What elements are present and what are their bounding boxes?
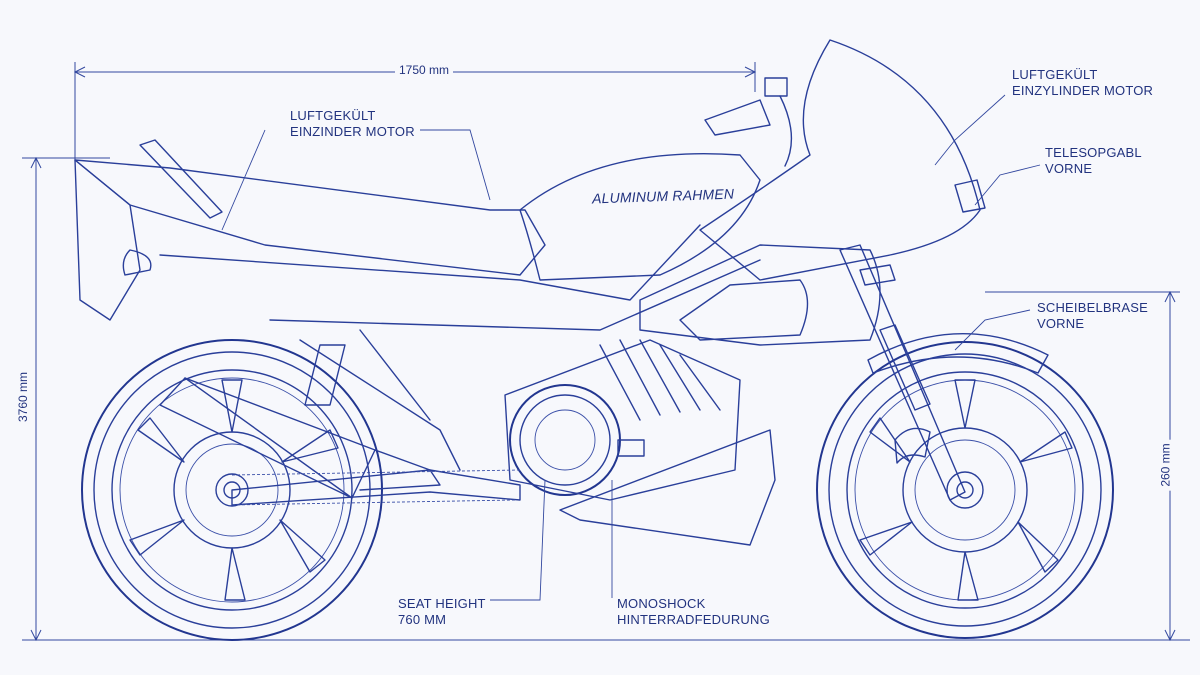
rear-shock	[304, 344, 346, 406]
callout-engine-right: LUFTGEKÜLT EINZYLINDER MOTOR	[1012, 67, 1153, 99]
seat-tail	[74, 139, 546, 321]
callout-brake-line2: VORNE	[1037, 316, 1085, 331]
fuel-tank	[519, 152, 761, 281]
length-dimension: 1750 mm	[395, 63, 454, 77]
front-wheel	[816, 341, 1114, 639]
callout-engine-right-line2: EINZYLINDER MOTOR	[1012, 83, 1154, 98]
callout-engine-right-line1: LUFTGEKÜLT	[1012, 67, 1098, 82]
callout-fork: TELESOPGABL VORNE	[1045, 145, 1142, 177]
handlebar	[704, 77, 793, 167]
wheel-dimension: 260 mm	[1158, 439, 1173, 491]
callout-shock-line2: HINTERRADFEDURUNG	[617, 612, 770, 627]
exhaust	[159, 377, 441, 499]
height-dimension: 3760 mm	[16, 367, 31, 427]
callout-engine-left-line1: LUFTGEKÜLT	[290, 108, 376, 123]
callout-fork-line2: VORNE	[1045, 161, 1093, 176]
callout-shock: MONOSHOCK HINTERRADFEDURUNG	[617, 596, 770, 628]
belly-pan	[559, 429, 776, 546]
callout-engine-left: LUFTGEKÜLT EINZINDER MOTOR	[290, 108, 415, 140]
callout-shock-line1: MONOSHOCK	[617, 596, 706, 611]
front-fork	[839, 244, 966, 501]
callout-seat: SEAT HEIGHT 760 MM	[398, 596, 486, 628]
callout-fork-line1: TELESOPGABL	[1045, 145, 1142, 160]
leader-lines	[221, 94, 1041, 601]
callout-engine-left-line2: EINZINDER MOTOR	[290, 124, 415, 139]
callout-seat-line1: SEAT HEIGHT	[398, 596, 486, 611]
frame	[159, 224, 761, 471]
callout-seat-line2: 760 MM	[398, 612, 447, 627]
callout-brake-line1: SCHEIBELBRASE	[1037, 300, 1148, 315]
callout-brake: SCHEIBELBRASE VORNE	[1037, 300, 1148, 332]
drive-chain	[231, 469, 521, 506]
fairing	[639, 39, 986, 346]
engine	[504, 339, 741, 501]
rear-wheel	[81, 339, 383, 641]
front-fender	[867, 333, 1049, 374]
